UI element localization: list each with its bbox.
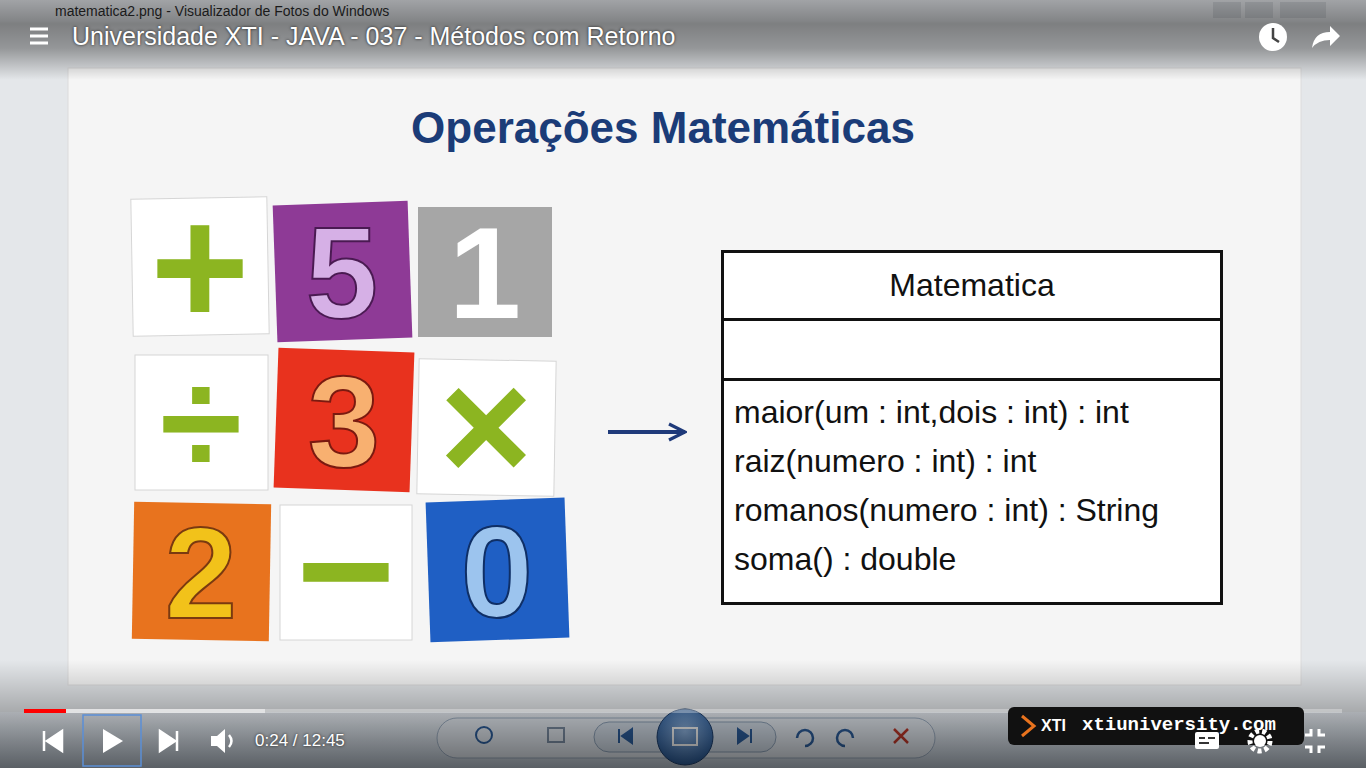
uml-class-box: Matematica maior(um : int,dois : int) : i… bbox=[721, 250, 1223, 605]
progress-played bbox=[24, 709, 66, 713]
method-signature: romanos(numero : int) : String bbox=[734, 486, 1210, 535]
tile-symbol: − bbox=[296, 485, 395, 655]
tile-digit: 2 bbox=[165, 508, 237, 638]
method-compartment: maior(um : int,dois : int) : intraiz(num… bbox=[724, 381, 1220, 602]
watch-later-icon bbox=[1259, 23, 1287, 51]
slide-title: Operações Matemáticas bbox=[411, 106, 915, 150]
bottom-shade bbox=[0, 660, 1366, 768]
settings-center bbox=[1254, 735, 1266, 747]
logo-mark bbox=[1022, 716, 1034, 736]
menu-icon bbox=[30, 29, 48, 43]
previous-icon bbox=[44, 731, 62, 751]
tile-symbol: ÷ bbox=[160, 348, 242, 498]
video-title: Universidade XTI - JAVA - 037 - Métodos … bbox=[72, 24, 676, 49]
subtitles-lines bbox=[1199, 738, 1215, 743]
top-shade bbox=[0, 0, 1366, 80]
pointer-arrow bbox=[608, 430, 685, 434]
share-icon bbox=[1312, 26, 1340, 48]
method-signature: soma() : double bbox=[734, 535, 1210, 584]
slide bbox=[68, 68, 1301, 685]
fullscreen-exit-icon bbox=[1305, 729, 1325, 753]
next-icon bbox=[160, 731, 177, 751]
class-name-compartment: Matematica bbox=[724, 253, 1220, 321]
play-icon bbox=[103, 729, 123, 753]
window-title: matematica2.png - Visualizador de Fotos … bbox=[55, 4, 389, 18]
tile-digit: 0 bbox=[461, 507, 533, 637]
tile-digit: 3 bbox=[308, 357, 380, 487]
tile bbox=[273, 201, 413, 343]
method-signature: raiz(numero : int) : int bbox=[734, 437, 1210, 486]
logo-text: XTI bbox=[1041, 718, 1066, 734]
tile-digit: 1 bbox=[449, 208, 521, 338]
tile bbox=[418, 207, 552, 337]
progress-buffered bbox=[24, 709, 265, 713]
time-display: 0:24 / 12:45 bbox=[255, 732, 345, 749]
tile-symbol: + bbox=[150, 181, 249, 351]
volume-icon bbox=[211, 729, 225, 753]
tile-digit: 5 bbox=[306, 208, 378, 338]
tile-symbol: × bbox=[439, 346, 532, 506]
attribute-compartment bbox=[724, 321, 1220, 381]
volume-wave bbox=[229, 735, 232, 747]
logo-url: xtiuniversity.com bbox=[1082, 716, 1276, 735]
method-signature: maior(um : int,dois : int) : int bbox=[734, 388, 1210, 437]
focus-box bbox=[83, 715, 141, 766]
tile bbox=[426, 498, 570, 643]
class-name: Matematica bbox=[889, 267, 1054, 304]
clock-hands bbox=[1273, 28, 1279, 42]
tile bbox=[132, 502, 271, 641]
tile bbox=[274, 348, 415, 493]
